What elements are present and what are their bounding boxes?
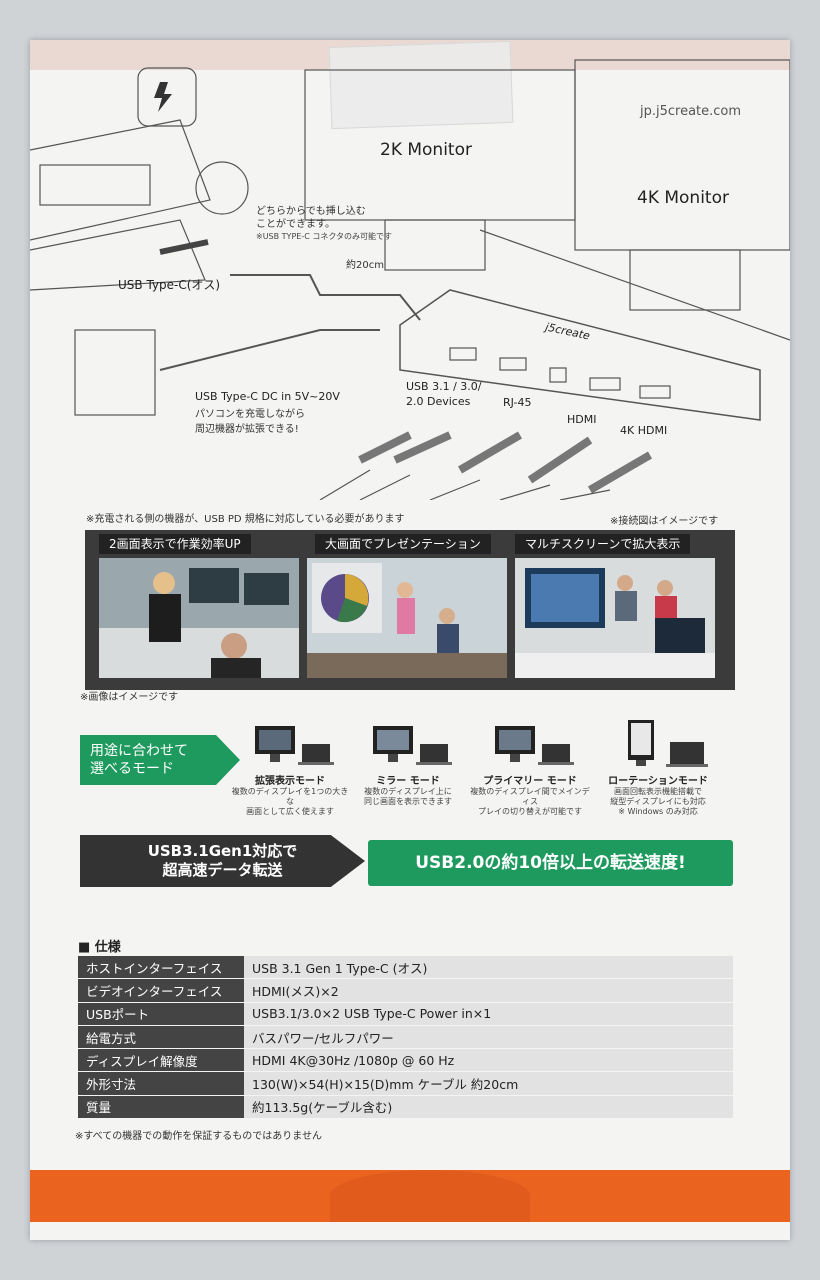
mode-extend-desc2: 画面として広く使えます <box>246 807 334 816</box>
photo-caption-3: マルチスクリーンで拡大表示 <box>515 534 691 554</box>
spec-key: 給電方式 <box>78 1025 244 1050</box>
mode-extend-desc1: 複数のディスプレイを1つの大きな <box>231 787 349 806</box>
mode-primary-desc2: プレイの切り替えが可能です <box>478 807 582 816</box>
port-4khdmi-label: 4K HDMI <box>620 424 668 437</box>
reversible-note: ※USB TYPE-C コネクタのみ可能です <box>256 232 393 241</box>
mode-rotation-desc3: ※ Windows のみ対応 <box>618 807 698 816</box>
cable-length: 約20cm <box>346 260 384 271</box>
spec-value: USB 3.1 Gen 1 Type-C (オス) <box>244 956 733 980</box>
spec-value: USB3.1/3.0×2 USB Type-C Power in×1 <box>244 1002 733 1026</box>
lightning-icon <box>154 82 172 112</box>
mode-mirror: ミラー モード 複数のディスプレイ上に 同じ画面を表示できます <box>348 720 468 807</box>
reverse-icon <box>195 161 249 215</box>
mode-banner: 用途に合わせて 選べるモード <box>80 735 240 785</box>
spec-key: 外形寸法 <box>78 1071 244 1096</box>
spec-key: ビデオインターフェイス <box>78 978 244 1003</box>
photo-multiscreen <box>515 558 715 678</box>
spec-value: HDMI 4K@30Hz /1080p @ 60 Hz <box>244 1048 733 1073</box>
usbc-male-label: USB Type-C(オス) <box>118 278 221 292</box>
mode-banner-line1: 用途に合わせて <box>90 743 188 759</box>
photo-office <box>99 558 299 678</box>
mode-primary-desc1: 複数のディスプレイ間でメインディス <box>470 787 590 806</box>
primary-mode-icon <box>495 726 574 765</box>
mode-primary: プライマリー モード 複数のディスプレイ間でメインディス プレイの切り替えが可能… <box>470 720 590 817</box>
photo-caption-1: 2画面表示で作業効率UP <box>99 534 251 554</box>
spec-value: HDMI(メス)×2 <box>244 978 733 1003</box>
reversible-line2: ことができます。 <box>256 219 335 230</box>
note-usb-pd: ※充電される側の機器が、USB PD 規格に対応している必要があります <box>86 514 405 525</box>
connection-diagram <box>30 59 790 500</box>
mode-mirror-desc1: 複数のディスプレイ上に <box>364 787 452 796</box>
port-usb-line1: USB 3.1 / 3.0/ <box>406 380 482 393</box>
monitor-2k-label: 2K Monitor <box>380 140 472 160</box>
mode-rotation: ローテーションモード 画面回転表示機能搭載で 縦型ディスプレイにも対応 ※ Wi… <box>598 720 718 817</box>
charge-line1: パソコンを充電しながら <box>195 409 305 420</box>
mirror-mode-icon <box>373 726 452 765</box>
rotation-mode-icon <box>628 720 708 767</box>
photo-caption-2: 大画面でプレゼンテーション <box>315 534 491 554</box>
spec-key: 質量 <box>78 1095 244 1120</box>
note-diagram: ※接続図はイメージです <box>610 516 719 527</box>
photo-presentation <box>307 558 507 678</box>
website-url: jp.j5create.com <box>640 104 742 119</box>
spec-row: 給電方式バスパワー/セルフパワー <box>78 1025 733 1050</box>
mode-extend: 拡張表示モード 複数のディスプレイを1つの大きな 画面として広く使えます <box>230 720 350 817</box>
mode-primary-title: プライマリー モード <box>483 776 577 787</box>
mode-rotation-desc1: 画面回転表示機能搭載で <box>614 787 702 796</box>
transfer-speed-banner: USB2.0の約10倍以上の転送速度! <box>368 840 733 886</box>
mode-mirror-title: ミラー モード <box>376 776 440 787</box>
note-images: ※画像はイメージです <box>80 692 179 703</box>
spec-heading: ■ 仕様 <box>78 940 121 955</box>
battery-icon-frame <box>137 67 197 127</box>
port-usb-line2: 2.0 Devices <box>406 395 471 408</box>
port-rj45-label: RJ-45 <box>503 396 532 409</box>
footnote: ※すべての機器での動作を保証するものではありません <box>75 1131 322 1142</box>
usage-photos: 2画面表示で作業効率UP 大画面でプレゼンテーション マルチスクリーンで拡大表示 <box>85 530 735 690</box>
monitor-4k-label: 4K Monitor <box>637 188 729 208</box>
usb31-banner-line1: USB3.1Gen1対応で <box>147 842 298 860</box>
spec-value: バスパワー/セルフパワー <box>244 1025 733 1050</box>
mode-extend-title: 拡張表示モード <box>255 776 325 787</box>
mode-rotation-title: ローテーションモード <box>608 776 708 787</box>
dc-in-label: USB Type-C DC in 5V~20V <box>195 390 340 403</box>
spec-value: 130(W)×54(H)×15(D)mm ケーブル 約20cm <box>244 1071 733 1096</box>
reversible-line1: どちらからでも挿し込む <box>256 206 366 217</box>
usb31-banner: USB3.1Gen1対応で 超高速データ転送 <box>80 835 365 887</box>
spec-key: USBポート <box>78 1002 244 1026</box>
spec-key: ホストインターフェイス <box>78 956 244 980</box>
spec-row: 質量約113.5g(ケーブル含む) <box>78 1095 733 1120</box>
orange-band <box>30 1170 790 1222</box>
charge-line2: 周辺機器が拡張できる! <box>195 424 299 435</box>
mode-rotation-desc2: 縦型ディスプレイにも対応 <box>610 797 706 806</box>
mode-banner-line2: 選べるモード <box>90 761 174 777</box>
product-box: jp.j5create.com 2K Monitor 4K Monitor j5… <box>30 40 790 1240</box>
spec-key: ディスプレイ解像度 <box>78 1048 244 1073</box>
mode-mirror-desc2: 同じ画面を表示できます <box>364 797 452 806</box>
port-hdmi-label: HDMI <box>567 413 597 426</box>
spec-value: 約113.5g(ケーブル含む) <box>244 1095 733 1120</box>
usb31-banner-line2: 超高速データ転送 <box>162 861 283 879</box>
extend-mode-icon <box>255 726 334 765</box>
